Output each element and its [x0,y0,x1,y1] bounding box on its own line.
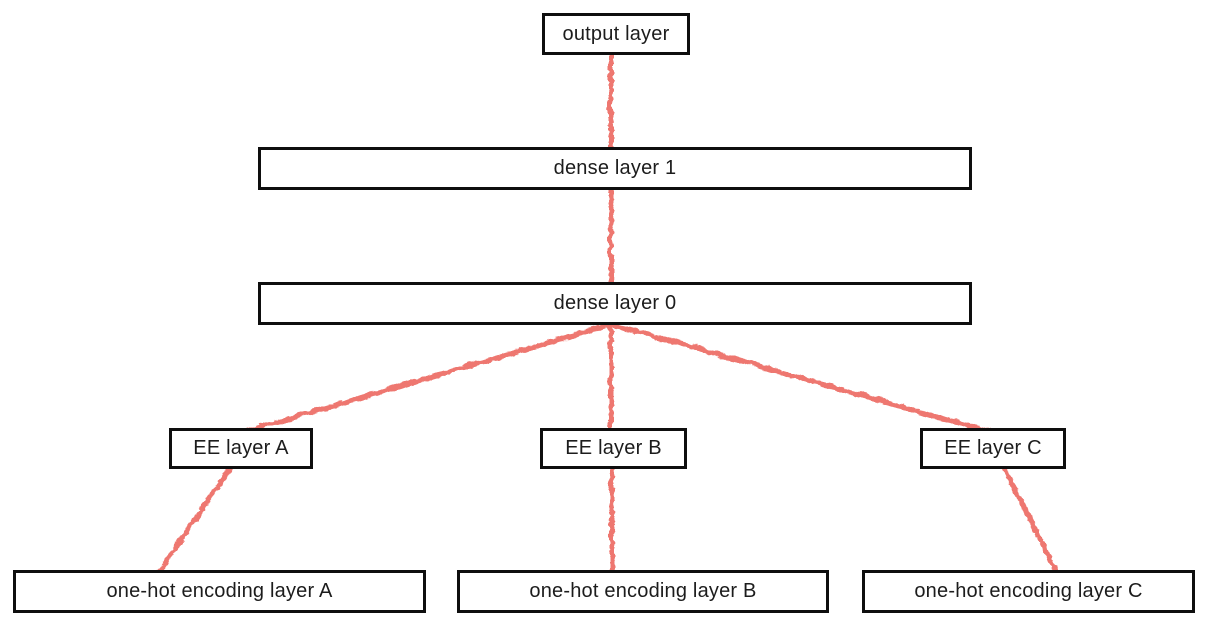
node-dense-layer-1: dense layer 1 [258,147,972,190]
node-dense-layer-0: dense layer 0 [258,282,972,325]
node-output-layer-label: output layer [562,22,670,45]
node-ee-layer-c-label: EE layer C [944,437,1042,459]
edge-eeA-dense0 [240,320,613,434]
node-one-hot-encoding-layer-a: one-hot encoding layer A [13,570,426,613]
node-dense-layer-1-label: dense layer 1 [553,157,677,179]
node-one-hot-encoding-layer-b: one-hot encoding layer B [457,570,829,613]
node-one-hot-encoding-layer-a-label: one-hot encoding layer A [106,580,333,602]
node-ee-layer-a: EE layer A [169,428,313,469]
node-output-layer: output layer [542,13,690,55]
node-ee-layer-a-label: EE layer A [193,437,289,459]
node-one-hot-encoding-layer-b-label: one-hot encoding layer B [529,580,757,602]
edge-eeC-dense0 [607,320,993,434]
node-one-hot-encoding-layer-c-label: one-hot encoding layer C [914,580,1143,602]
node-ee-layer-b-label: EE layer B [565,437,662,459]
node-dense-layer-0-label: dense layer 0 [553,292,677,314]
node-ee-layer-b: EE layer B [540,428,687,469]
node-ee-layer-c: EE layer C [920,428,1066,469]
edge-onehotA-eeA [154,464,232,576]
node-one-hot-encoding-layer-c: one-hot encoding layer C [862,570,1195,613]
edge-onehotC-eeC [1000,464,1060,576]
